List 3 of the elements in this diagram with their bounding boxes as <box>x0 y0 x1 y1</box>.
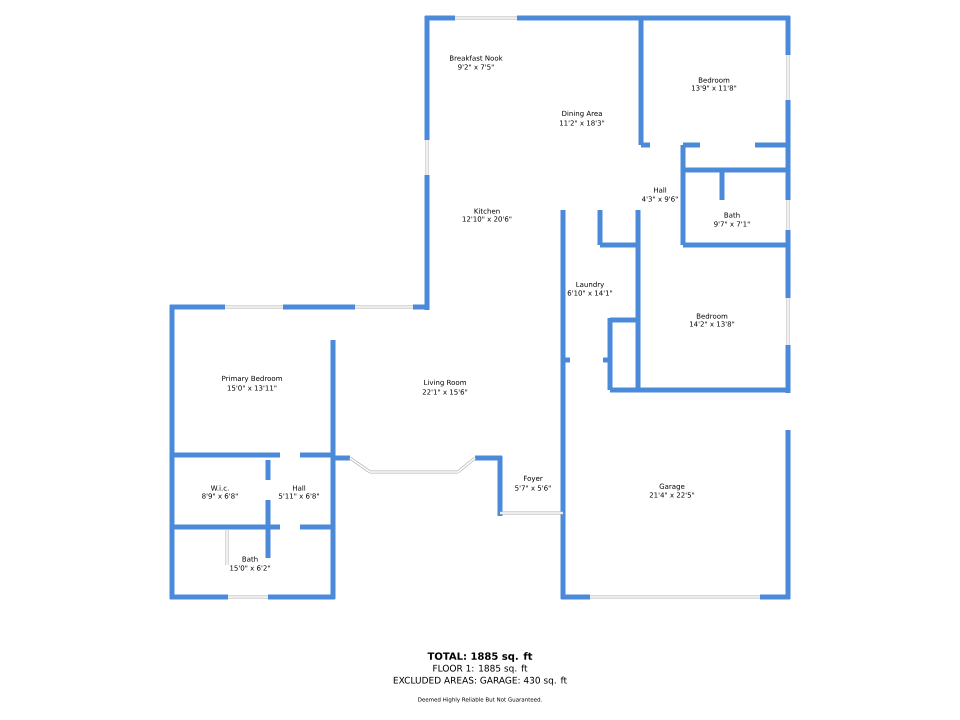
area-summary: EXCLUDED AREAS: GARAGE: 430 sq. ft <box>394 676 567 686</box>
total-area: TOTAL: 1885 sq. ft <box>428 652 532 662</box>
area-summary: FLOOR 1: 1885 sq. ft <box>433 664 528 674</box>
